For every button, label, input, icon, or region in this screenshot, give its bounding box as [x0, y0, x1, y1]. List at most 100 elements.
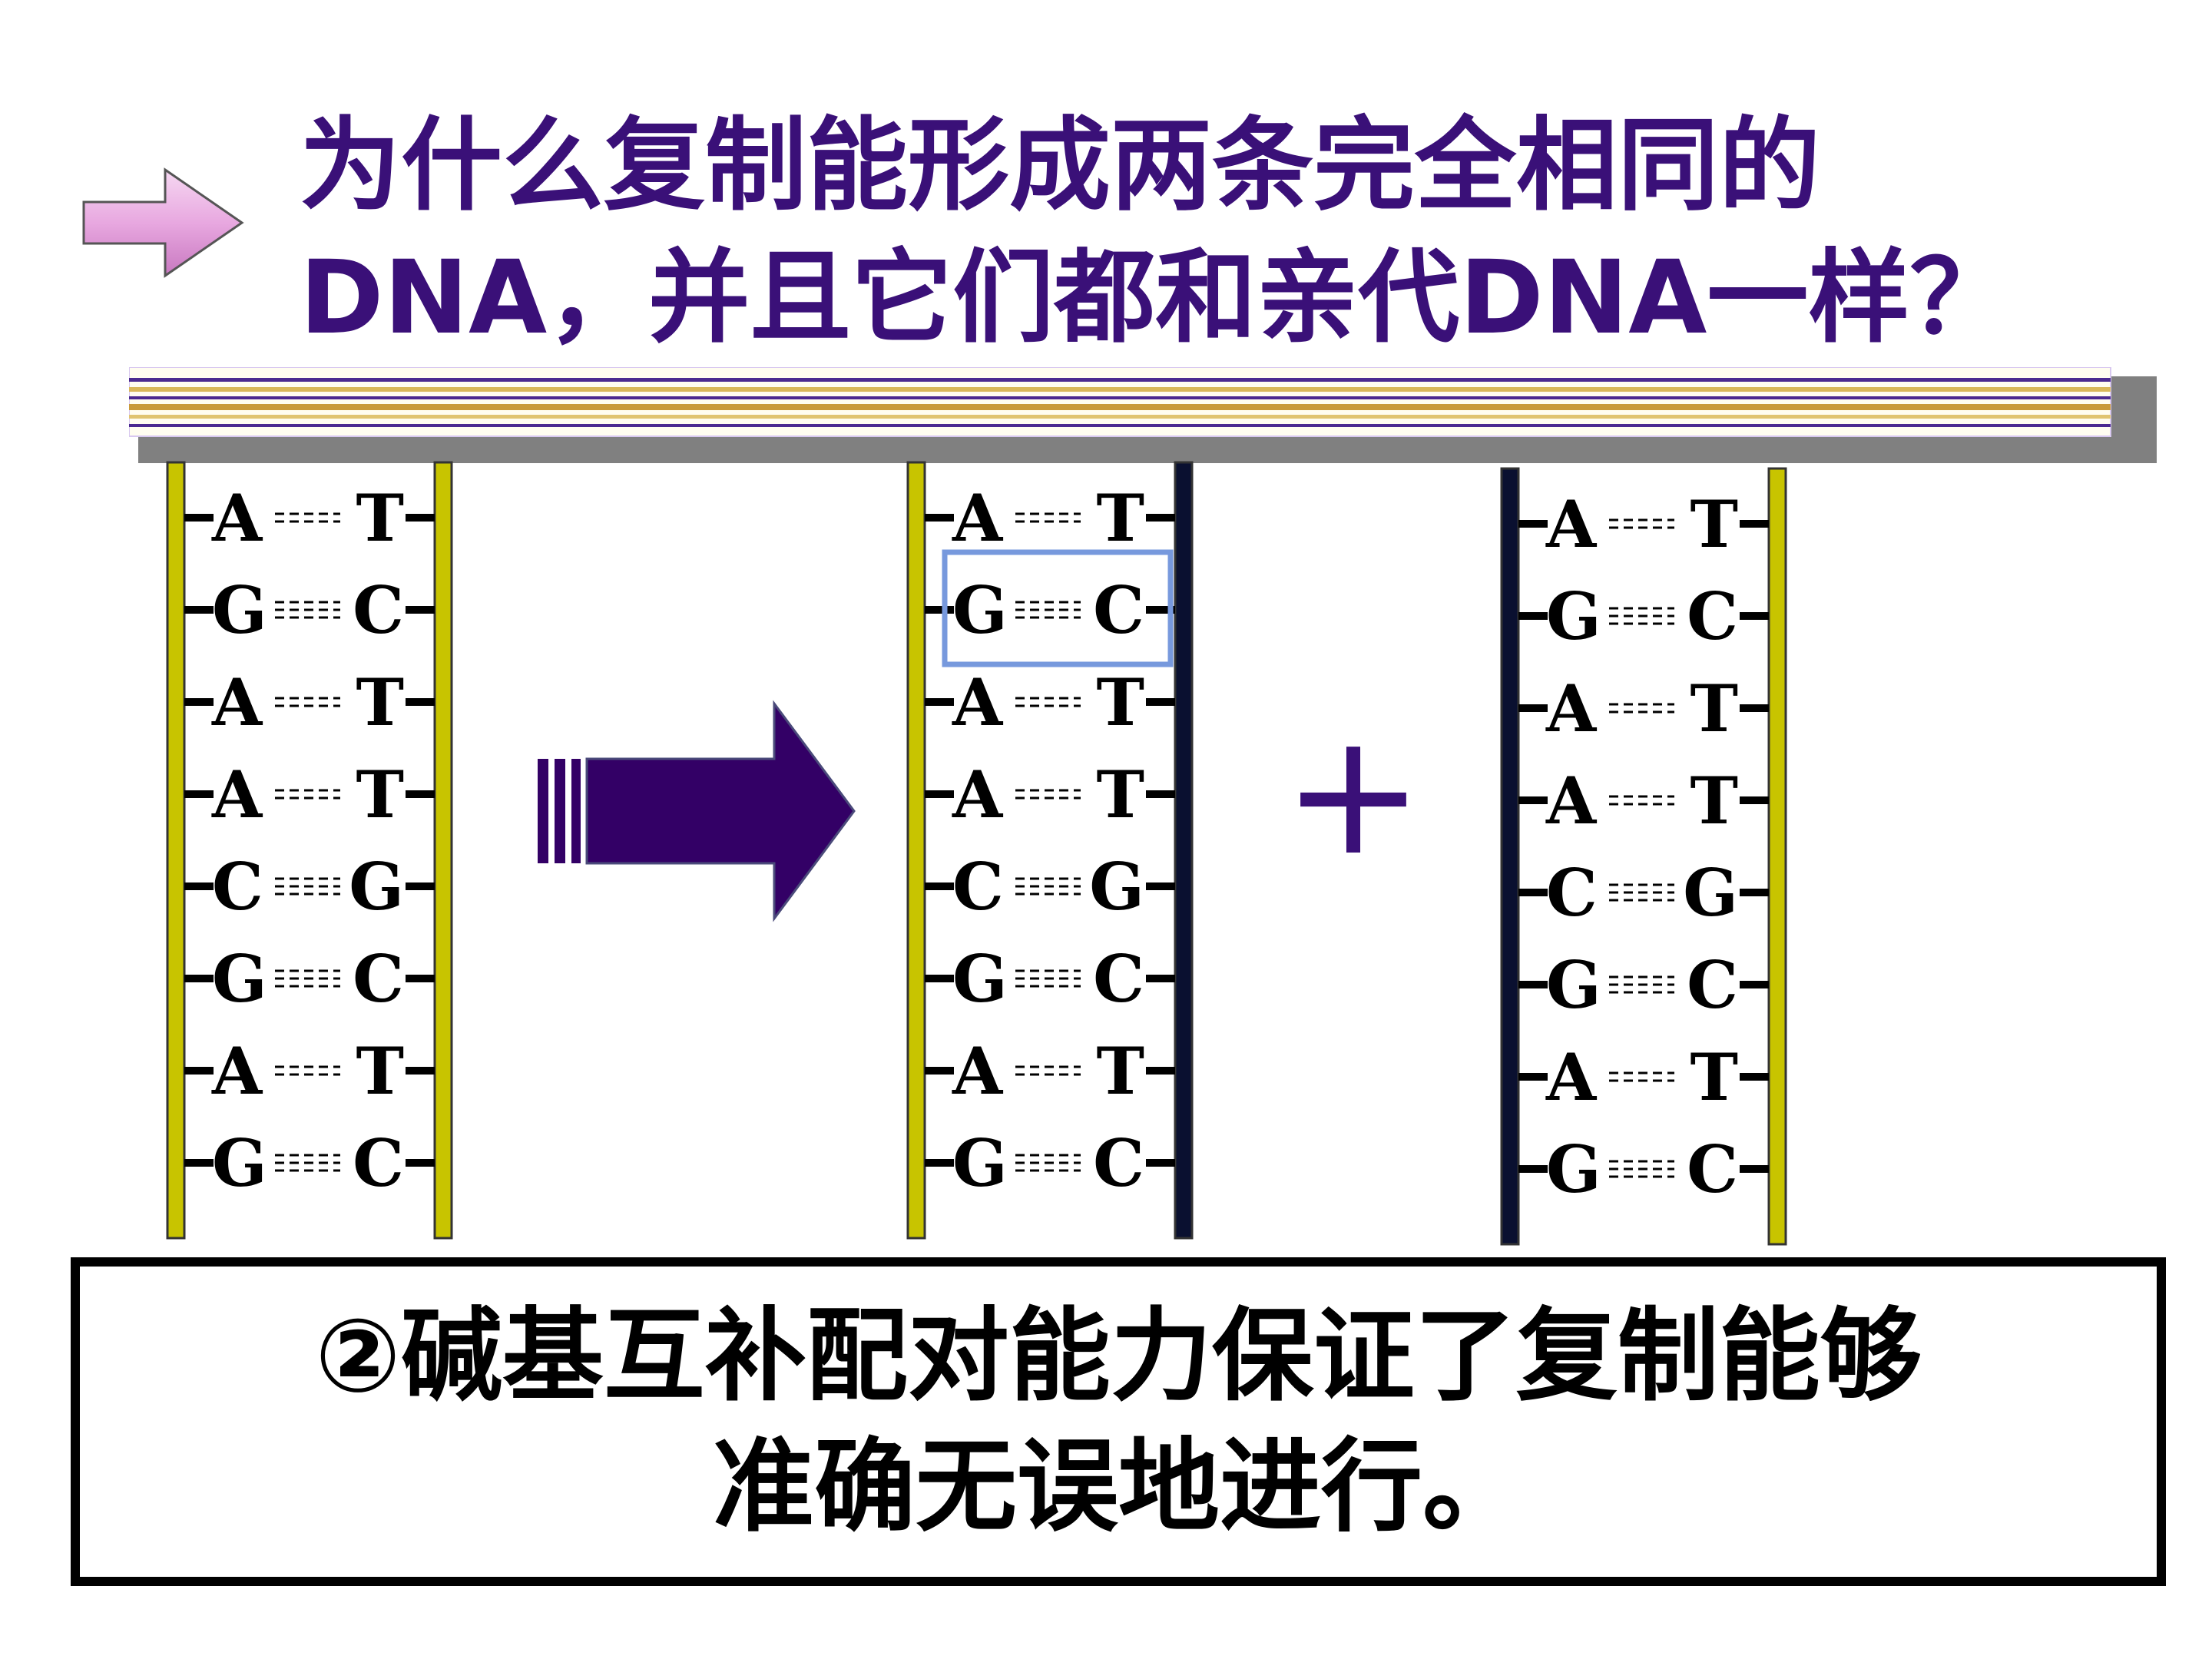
base-left: C — [1546, 855, 1598, 931]
base-right: T — [1690, 1039, 1738, 1115]
left-stub — [1518, 981, 1548, 988]
arrow-tail-bar — [555, 759, 565, 863]
daughter-1-left-strand — [906, 461, 926, 1240]
base-left: A — [1545, 1039, 1598, 1115]
left-stub — [184, 1159, 214, 1167]
striped-divider — [129, 367, 2157, 463]
right-stub — [406, 698, 435, 706]
right-stub — [406, 514, 435, 522]
pointer-arrow-icon — [82, 167, 244, 278]
base-right: T — [356, 1033, 404, 1109]
base-left: A — [1545, 486, 1598, 562]
right-stub — [406, 882, 435, 890]
base-left: A — [1545, 671, 1598, 747]
base-right: T — [1690, 486, 1738, 562]
base-right: C — [353, 941, 404, 1017]
right-stub — [1740, 1165, 1769, 1173]
summary-line-1: ②碱基互补配对能力保证了复制能够 — [315, 1297, 1922, 1416]
right-stub — [1740, 520, 1769, 528]
right-stub — [1146, 606, 1175, 614]
base-left: A — [952, 1033, 1004, 1109]
right-stub — [406, 1067, 435, 1075]
arrow-tail-bar — [571, 759, 581, 863]
base-left: G — [1546, 578, 1601, 654]
summary-line-2: 准确无误地进行。 — [713, 1428, 1524, 1546]
right-stub — [1740, 981, 1769, 988]
base-left: A — [952, 480, 1004, 556]
base-left: A — [211, 757, 263, 833]
left-stub — [925, 975, 954, 982]
right-stub — [406, 606, 435, 614]
right-stub — [1146, 514, 1175, 522]
left-stub — [184, 790, 214, 798]
base-left: G — [952, 941, 1008, 1017]
left-stub — [184, 1067, 214, 1075]
right-stub — [1146, 698, 1175, 706]
base-right: C — [1687, 947, 1738, 1023]
right-stub — [1740, 796, 1769, 804]
title-line-1: 为什么复制能形成两条完全相同的 — [300, 107, 1820, 225]
base-left: A — [211, 664, 263, 740]
parent-right-strand — [433, 461, 453, 1240]
left-stub — [925, 514, 954, 522]
base-right: C — [353, 1125, 404, 1201]
left-stub — [184, 975, 214, 982]
base-left: A — [211, 480, 263, 556]
right-stub — [1740, 704, 1769, 712]
left-stub — [1518, 1073, 1548, 1081]
base-left: C — [952, 849, 1004, 925]
base-left: G — [1546, 1131, 1601, 1207]
base-left: G — [1546, 947, 1601, 1023]
left-stub — [1518, 612, 1548, 620]
base-right: G — [1089, 849, 1144, 925]
base-right: T — [1690, 763, 1738, 839]
base-right: C — [353, 572, 404, 648]
right-stub — [1740, 612, 1769, 620]
left-stub — [1518, 520, 1548, 528]
base-right: T — [356, 480, 404, 556]
base-left: G — [212, 1125, 267, 1201]
base-right: C — [1093, 941, 1144, 1017]
right-stub — [1740, 1073, 1769, 1081]
base-left: A — [952, 757, 1004, 833]
base-left: G — [952, 1125, 1008, 1201]
base-right: G — [1683, 855, 1738, 931]
base-right: T — [1096, 1033, 1144, 1109]
right-stub — [1740, 889, 1769, 896]
right-stub — [406, 790, 435, 798]
left-stub — [184, 882, 214, 890]
right-stub — [406, 975, 435, 982]
right-stub — [1146, 1159, 1175, 1167]
base-right: C — [1687, 1131, 1738, 1207]
right-stub — [406, 1159, 435, 1167]
left-stub — [925, 606, 954, 614]
base-right: T — [1690, 671, 1738, 747]
replication-arrow-icon — [585, 700, 856, 922]
left-stub — [925, 1067, 954, 1075]
daughter-1-right-strand — [1174, 461, 1194, 1240]
base-left: A — [1545, 763, 1598, 839]
page-title: 为什么复制能形成两条完全相同的 DNA，并且它们都和亲代DNA一样？ — [300, 100, 2066, 364]
left-stub — [925, 698, 954, 706]
right-stub — [1146, 882, 1175, 890]
base-left: G — [952, 572, 1008, 648]
parent-left-strand — [166, 461, 186, 1240]
base-right: G — [349, 849, 404, 925]
base-left: C — [212, 849, 263, 925]
left-stub — [1518, 1165, 1548, 1173]
base-right: C — [1093, 1125, 1144, 1201]
base-right: T — [356, 757, 404, 833]
base-left: G — [212, 941, 267, 1017]
arrow-tail-bar — [538, 759, 548, 863]
daughter-2-right-strand — [1767, 467, 1787, 1246]
base-right: T — [356, 664, 404, 740]
daughter-2-left-strand — [1500, 467, 1520, 1246]
summary-box: ②碱基互补配对能力保证了复制能够 准确无误地进行。 — [71, 1257, 2166, 1586]
left-stub — [184, 514, 214, 522]
left-stub — [925, 1159, 954, 1167]
left-stub — [184, 698, 214, 706]
base-left: A — [211, 1033, 263, 1109]
right-stub — [1146, 790, 1175, 798]
base-right: C — [1093, 572, 1144, 648]
